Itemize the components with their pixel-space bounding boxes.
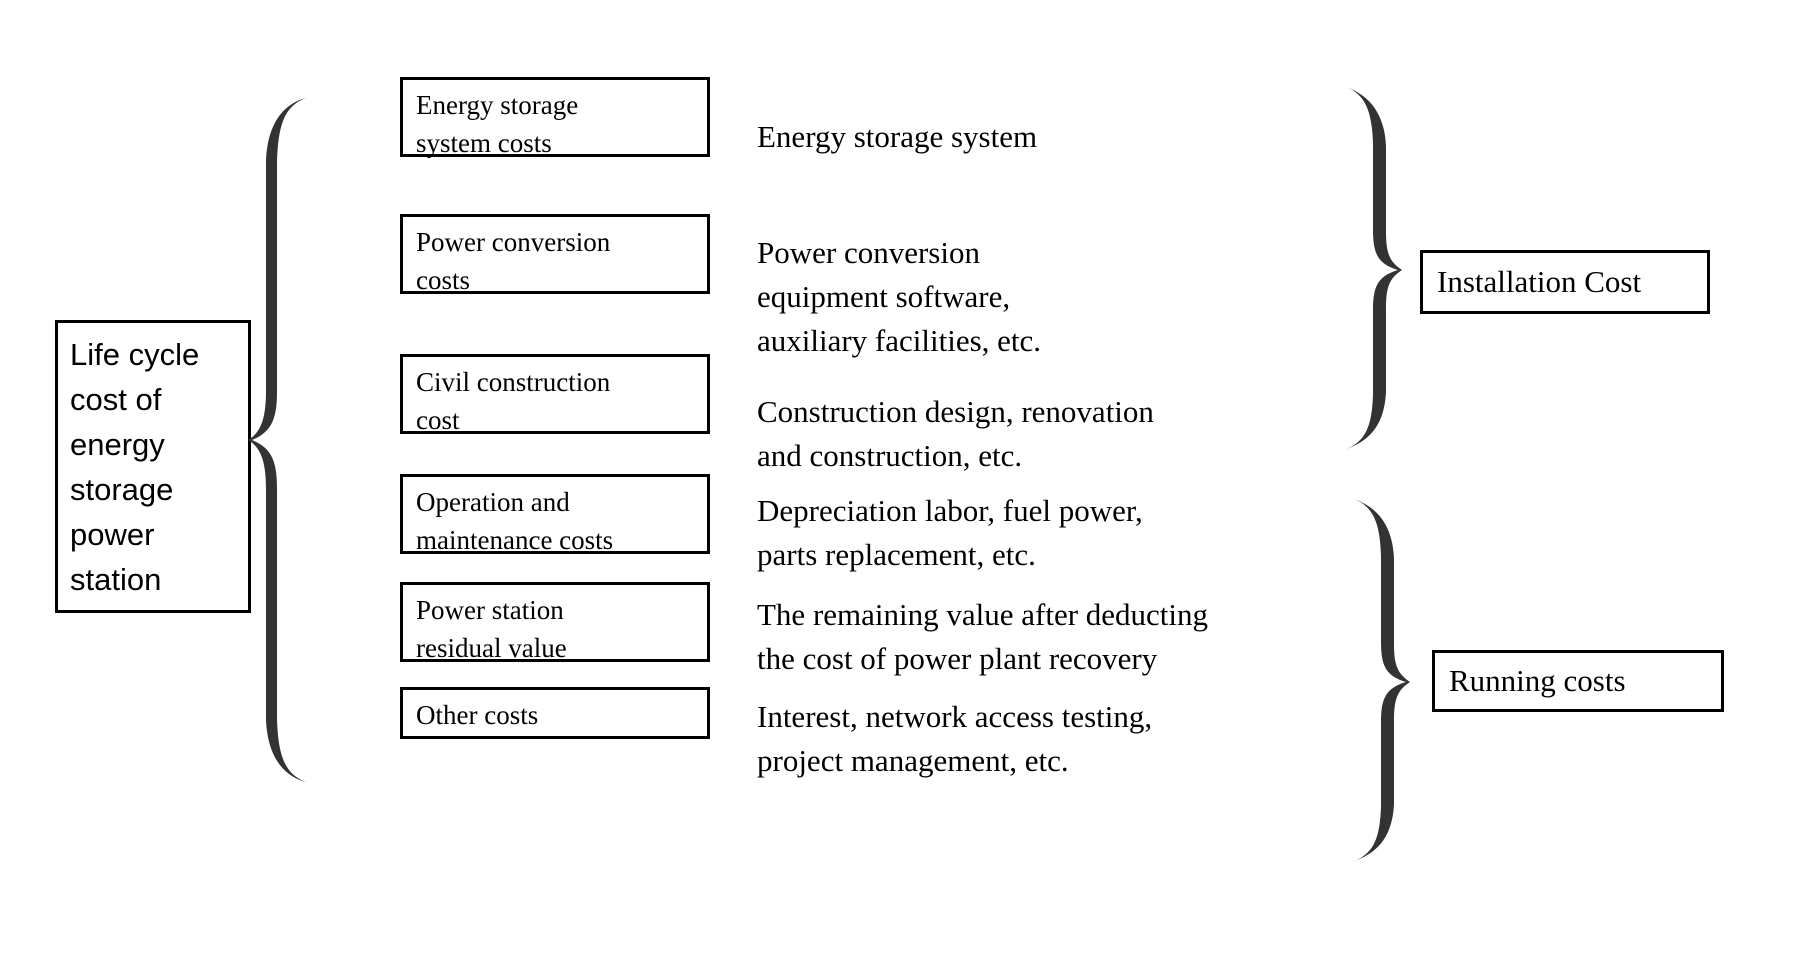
item-label: Power station residual value (416, 595, 567, 663)
item-box-operation-and-maintenance-costs: Operation and maintenance costs (400, 474, 710, 555)
running-costs-brace (1348, 494, 1410, 866)
group-box-running-costs: Running costs (1432, 650, 1724, 712)
item-box-power-conversion-costs: Power conversion costs (400, 214, 710, 295)
right-brace-icon-running (1352, 498, 1410, 862)
item-box-civil-construction-cost: Civil construction cost (400, 354, 710, 435)
item-description-energy-storage-system-costs: Energy storage system (757, 119, 1038, 154)
item-label: Operation and maintenance costs (416, 487, 614, 555)
root-node-label: Life cycle cost of energy storage power … (70, 337, 200, 597)
root-node-box: Life cycle cost of energy storage power … (55, 320, 251, 613)
item-box-energy-storage-system-costs: Energy storage system costs (400, 77, 710, 158)
left-brace-icon (248, 98, 306, 782)
item-label: Other costs (416, 700, 539, 730)
right-brace-icon-installation (1344, 86, 1402, 450)
item-box-other-costs: Other costs (400, 687, 710, 739)
item-description-operation-and-maintenance-costs: Depreciation labor, fuel power, parts re… (757, 493, 1143, 572)
left-grouping-brace (248, 92, 310, 788)
item-description-power-station-residual-value: The remaining value after deducting the … (757, 597, 1209, 676)
item-label: Civil construction cost (416, 367, 611, 435)
item-description-power-conversion-costs: Power conversion equipment software, aux… (757, 235, 1042, 358)
item-description-other-costs: Interest, network access testing, projec… (757, 699, 1153, 778)
item-box-power-station-residual-value: Power station residual value (400, 582, 710, 663)
group-label: Running costs (1449, 663, 1626, 698)
installation-cost-brace (1340, 82, 1402, 454)
group-label: Installation Cost (1437, 264, 1642, 299)
item-label: Power conversion costs (416, 227, 611, 295)
group-box-installation-cost: Installation Cost (1420, 250, 1710, 314)
item-description-civil-construction-cost: Construction design, renovation and cons… (757, 394, 1154, 473)
item-label: Energy storage system costs (416, 90, 579, 158)
